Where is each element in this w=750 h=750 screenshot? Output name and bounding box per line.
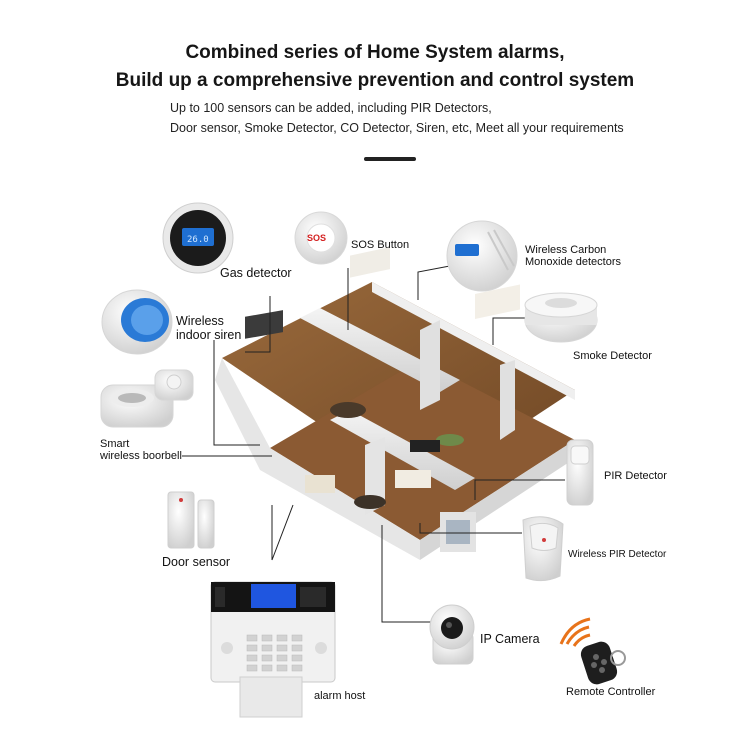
smoke-detector-device [524,292,598,343]
house-floorplan [215,247,580,560]
sos-badge-text: SOS [307,233,327,243]
bed-1 [350,247,390,278]
label-co-detector-line1: Wireless Carbon [525,244,607,256]
headline-line-2: Build up a comprehensive prevention and … [115,70,635,91]
label-pir-detector: PIR Detector [604,470,667,482]
pir-detector-device [566,439,594,506]
label-siren-line1: Wireless [176,314,224,328]
label-gas-detector: Gas detector [220,266,292,280]
alarm-host-device [210,581,336,718]
house-inner-wall-2 [330,410,475,490]
title-divider [364,157,416,161]
remote-controller-device [559,617,626,685]
label-ip-camera: IP Camera [480,632,540,646]
label-remote-controller: Remote Controller [566,686,656,698]
sos-button-device [294,211,348,265]
label-doorbell-line2: wireless boorbell [100,450,182,462]
siren-device [101,289,173,355]
subtitle-line-2: Door sensor, Smoke Detector, CO Detector… [170,121,624,135]
label-wireless-pir: Wireless PIR Detector [568,549,667,560]
wireless-pir-device [522,516,564,582]
label-door-sensor: Door sensor [162,555,231,569]
label-alarm-host: alarm host [314,690,366,702]
label-smoke-detector: Smoke Detector [573,350,652,362]
label-doorbell-line1: Smart [100,438,130,450]
label-sos-button: SOS Button [351,239,410,251]
bed-2 [475,284,520,320]
doorbell-device [100,369,194,428]
kitchen-counter [245,310,283,339]
door-sensor-device [167,491,215,549]
label-siren-line2: indoor siren [176,328,242,342]
leader-lines [182,264,565,623]
svg-text:26.0: 26.0 [187,235,209,245]
label-co-detector-line2: Monoxide detectors [525,256,621,268]
ip-camera-device [429,604,475,665]
headline-line-1: Combined series of Home System alarms, [185,42,565,63]
subtitle-line-1: Up to 100 sensors can be added, includin… [170,101,492,115]
co-detector-device [446,220,518,292]
gas-detector-device: 26.0 [162,202,234,274]
